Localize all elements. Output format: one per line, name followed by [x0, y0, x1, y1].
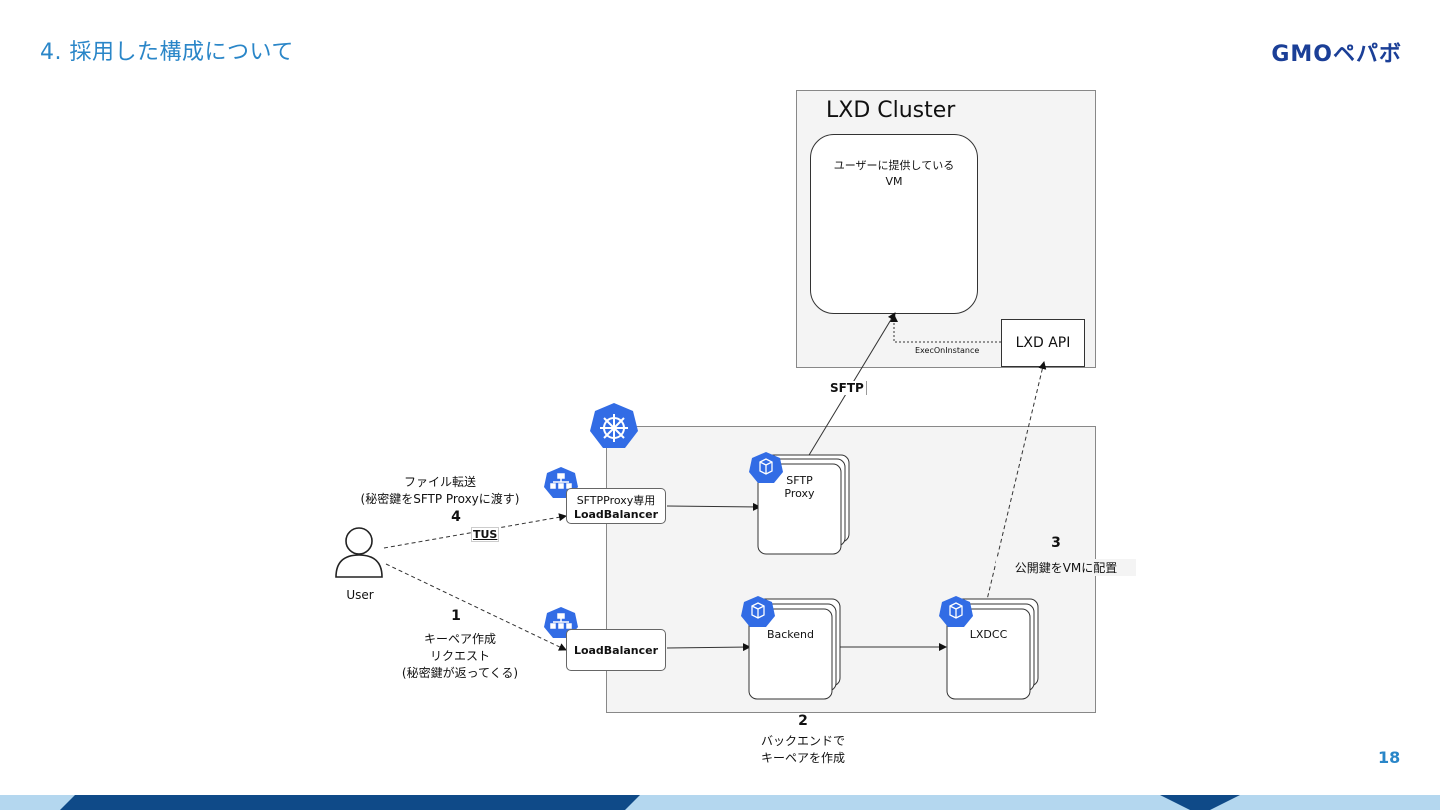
company-logo: GMOペパボ	[1271, 42, 1402, 67]
vm-label-line1: ユーザーに提供している	[833, 159, 955, 172]
lxd-cluster-title: LXD Cluster	[826, 98, 956, 123]
lxdcc-label: LXDCC	[969, 628, 1008, 641]
user-label: User	[346, 588, 374, 602]
step3-number: 3	[1051, 535, 1061, 551]
tus-label: TUS	[471, 527, 500, 542]
user-to-lb-connector	[385, 563, 567, 651]
step1-description: キーペア作成 リクエスト (秘密鍵が返ってくる)	[370, 630, 550, 681]
step1-line1: キーペア作成	[423, 632, 496, 646]
step1-number: 1	[451, 608, 461, 624]
exec-on-instance-label: ExecOnInstance	[915, 346, 980, 355]
step1-line3: (秘密鍵が返ってくる)	[401, 666, 519, 680]
step4-line1: ファイル転送	[403, 475, 476, 489]
backend-pod-icon	[741, 596, 775, 627]
backend-label: Backend	[766, 628, 815, 641]
user-icon	[335, 527, 383, 578]
exec-connector	[890, 314, 1001, 343]
step4-number: 4	[451, 509, 461, 525]
load-balancer: LoadBalancer	[566, 629, 666, 671]
lxd-api-box: LXD API	[1001, 319, 1085, 367]
lxdcc-stack	[946, 598, 1039, 700]
kubernetes-icon	[590, 403, 638, 448]
lb-line1: LoadBalancer	[573, 643, 659, 657]
vm-box	[810, 134, 978, 314]
vm-label: ユーザーに提供している VM	[810, 158, 978, 190]
step4-description: ファイル転送 (秘密鍵をSFTP Proxyに渡す)	[330, 473, 550, 507]
step2-line1: バックエンドで	[760, 734, 845, 748]
step2-line2: キーペアを作成	[760, 751, 845, 765]
footer-accent-right	[1160, 795, 1240, 810]
step4-line2: (秘密鍵をSFTP Proxyに渡す)	[360, 492, 520, 506]
sftp-proxy-stack	[757, 454, 850, 555]
step3-description: 公開鍵をVMに配置	[996, 559, 1136, 576]
lxdcc-pod-icon	[939, 596, 973, 627]
step2-number: 2	[798, 713, 808, 729]
sftp-proxy-label-line1: SFTP	[786, 474, 813, 487]
step2-description: バックエンドで キーペアを作成	[733, 732, 873, 766]
sftp-label: SFTP	[828, 381, 867, 395]
sftp-proxy-label: SFTP Proxy	[758, 474, 841, 500]
sftp-proxy-load-balancer: SFTPProxy専用 LoadBalancer	[566, 488, 666, 524]
lb-to-backend-connector	[666, 643, 751, 652]
sftp-lb-line2: LoadBalancer	[573, 507, 659, 521]
footer-bar	[0, 795, 1440, 810]
footer-accent-left	[60, 795, 640, 810]
vm-label-line2: VM	[885, 175, 903, 188]
sftp-lb-line1: SFTPProxy専用	[576, 493, 656, 507]
sftp-proxy-label-line2: Proxy	[784, 487, 815, 500]
sftp-proxy-pod-icon	[749, 452, 783, 483]
sftp-lb-to-proxy-connector	[666, 502, 761, 511]
step1-line2: リクエスト	[429, 649, 490, 663]
page-number: 18	[1378, 748, 1401, 767]
backend-stack	[748, 598, 841, 700]
slide-title: 4. 採用した構成について	[40, 40, 294, 65]
